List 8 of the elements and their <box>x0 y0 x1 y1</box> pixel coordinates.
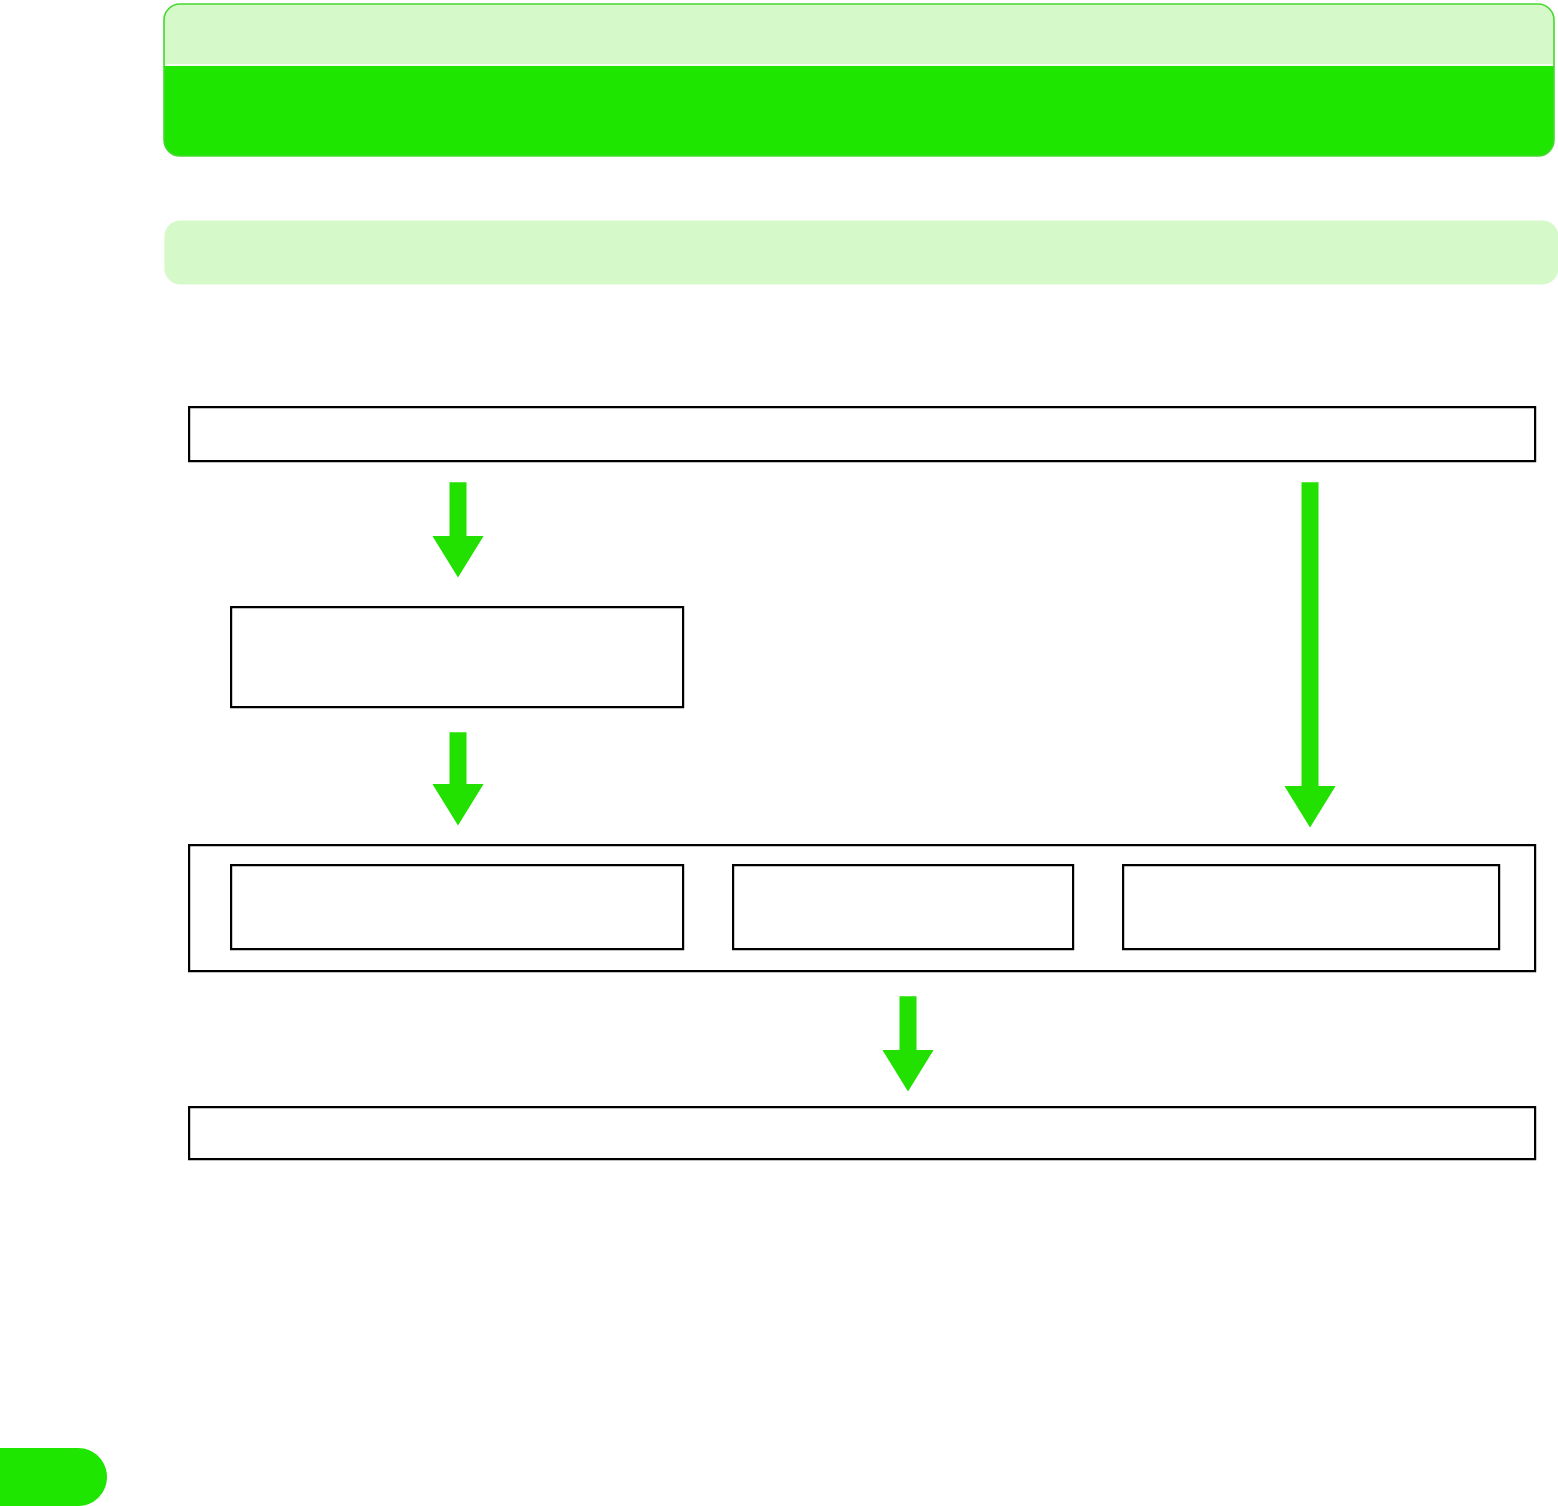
empty-box <box>230 606 685 709</box>
empty-box <box>732 864 1075 951</box>
empty-box <box>188 1106 1537 1161</box>
empty-box <box>188 406 1537 463</box>
section-band <box>164 220 1558 285</box>
empty-box <box>1122 864 1501 951</box>
empty-box <box>230 864 685 951</box>
container-box <box>188 844 1537 973</box>
